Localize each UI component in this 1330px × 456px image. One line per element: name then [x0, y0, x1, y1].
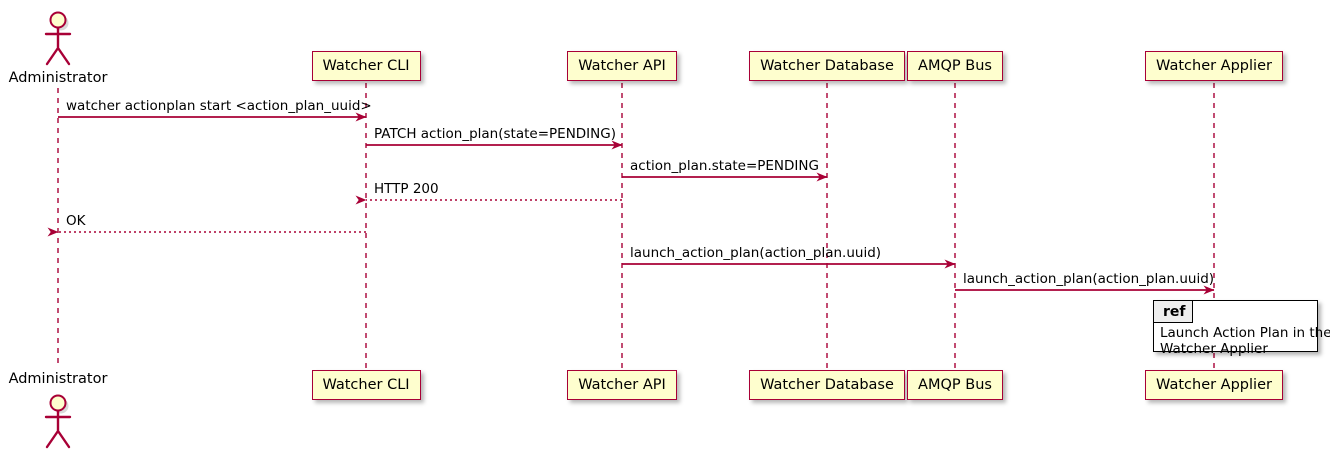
lifelines-group: [57, 83, 1215, 368]
participant-label-watcher-db: Watcher Database: [760, 58, 894, 74]
ref-fragment-tab: ref: [1154, 301, 1193, 323]
ref-fragment-box: ref Launch Action Plan in the Watcher Ap…: [1153, 300, 1330, 357]
participant-box-watcher-api-bottom: Watcher API: [567, 370, 677, 400]
participant-label-watcher-applier: Watcher Applier: [1156, 58, 1272, 74]
participant-label-watcher-api: Watcher API: [578, 377, 666, 393]
participant-box-watcher-applier-bottom: Watcher Applier: [1145, 370, 1283, 400]
participant-box-watcher-db-top: Watcher Database: [749, 51, 905, 81]
ref-fragment-line-2: Watcher Applier: [1160, 341, 1268, 357]
message-label-1: PATCH action_plan(state=PENDING): [374, 126, 616, 142]
participant-label-watcher-cli: Watcher CLI: [322, 58, 410, 74]
participant-label-administrator-top: Administrator: [8, 70, 108, 86]
message-label-4: OK: [66, 213, 86, 229]
participant-box-watcher-db-bottom: Watcher Database: [749, 370, 905, 400]
message-label-6: launch_action_plan(action_plan.uuid): [963, 271, 1215, 287]
message-label-5: launch_action_plan(action_plan.uuid): [630, 245, 882, 261]
participant-label-amqp-bus: AMQP Bus: [918, 58, 992, 74]
participant-label-amqp-bus: AMQP Bus: [918, 377, 992, 393]
actor-figure-administrator-bottom: [44, 394, 72, 449]
participant-label-watcher-cli: Watcher CLI: [322, 377, 410, 393]
participant-box-amqp-bus-top: AMQP Bus: [907, 51, 1003, 81]
participant-box-watcher-api-top: Watcher API: [567, 51, 677, 81]
message-label-0: watcher actionplan start <action_plan_uu…: [66, 98, 372, 114]
ref-fragment-line-1: Launch Action Plan in the: [1160, 325, 1330, 341]
ref-fragment-tab-label: ref: [1163, 303, 1186, 320]
participant-box-watcher-cli-bottom: Watcher CLI: [311, 370, 421, 400]
actor-figure-administrator-top: [44, 11, 72, 66]
participant-label-watcher-db: Watcher Database: [760, 377, 894, 393]
participant-label-administrator-bottom: Administrator: [8, 371, 108, 387]
participant-label-watcher-applier: Watcher Applier: [1156, 377, 1272, 393]
participant-box-watcher-applier-top: Watcher Applier: [1145, 51, 1283, 81]
participant-box-watcher-cli-top: Watcher CLI: [311, 51, 421, 81]
message-label-2: action_plan.state=PENDING: [630, 158, 819, 174]
participant-box-amqp-bus-bottom: AMQP Bus: [907, 370, 1003, 400]
message-label-3: HTTP 200: [374, 181, 439, 197]
message-arrows-group: [47, 112, 1215, 295]
actor-figures-group: [44, 11, 72, 449]
ref-fragment-text: Launch Action Plan in the Watcher Applie…: [1160, 325, 1330, 357]
participant-label-watcher-api: Watcher API: [578, 58, 666, 74]
